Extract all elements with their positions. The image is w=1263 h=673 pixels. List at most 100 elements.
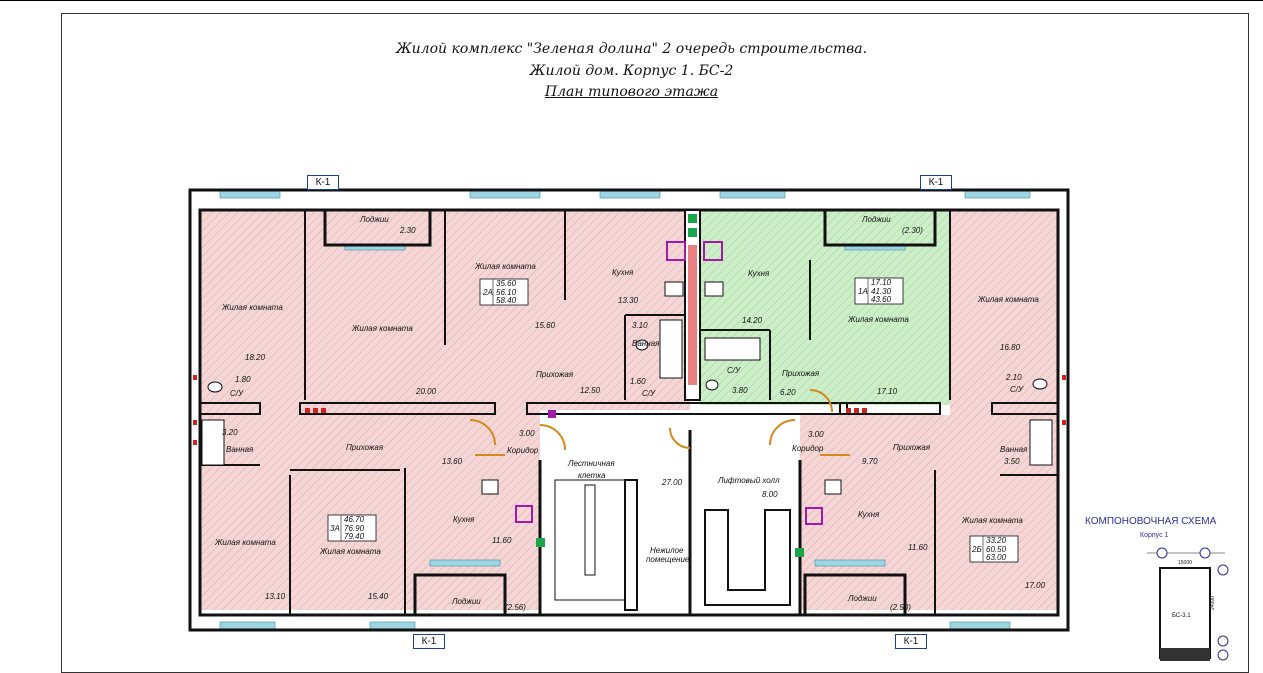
room-area: 20.00 (415, 387, 437, 396)
title-line-2: Жилой дом. Корпус 1. БС-2 (529, 63, 734, 79)
room-label: Кухня (748, 269, 770, 278)
room-area: 18.20 (245, 353, 266, 362)
room-label: Жилая комната (847, 315, 909, 324)
room-area: 3.50 (1004, 457, 1020, 466)
room-label: Жилая комната (214, 538, 276, 547)
room-area: 13.60 (442, 457, 463, 466)
room-label: Жилая комната (319, 547, 381, 556)
zone-2b (800, 415, 960, 610)
scheme-dim-side: 24000 (1210, 596, 1216, 610)
room-label: клетка (578, 471, 606, 480)
room-area: 13.10 (265, 592, 286, 601)
room-area: 14.20 (742, 316, 763, 325)
room-area: 12.50 (580, 386, 601, 395)
room-area: 3.20 (222, 428, 238, 437)
room-label: Лестничная (567, 459, 615, 468)
room-area: 2.10 (1005, 373, 1022, 382)
apartment-box-3a: 3А 46.70 76.90 79.40 (327, 514, 377, 542)
svg-text:33.20: 33.20 (986, 536, 1007, 545)
room-area: 15.60 (535, 321, 556, 330)
title-line-3: План типового этажа (544, 84, 719, 100)
room-label: Ванная (632, 339, 660, 348)
svg-text:2Б: 2Б (971, 545, 982, 554)
svg-text:35.60: 35.60 (496, 279, 517, 288)
scheme-block-label: БС-3.1 (1172, 613, 1191, 619)
doors (469, 389, 850, 456)
room-label: Прихожая (346, 443, 384, 452)
room-label: Прихожая (536, 370, 574, 379)
svg-text:3А: 3А (330, 524, 340, 533)
room-area: (2.50) (890, 603, 911, 612)
room-area: 1.80 (235, 375, 251, 384)
room-label: Коридор (507, 446, 539, 455)
room-area: 3.10 (632, 321, 648, 330)
room-labels: Лоджии 2.30 Лоджии (2.30) Лоджии (2.56) … (214, 215, 1046, 612)
zone-lift (690, 405, 800, 610)
svg-text:79.40: 79.40 (344, 532, 365, 541)
room-area: 3.80 (732, 386, 748, 395)
section-mark-k1-top-right: К-1 (920, 175, 952, 190)
apartment-zones (200, 210, 1058, 610)
room-area: 15.40 (368, 592, 389, 601)
room-label: Лоджии (359, 215, 389, 224)
vent-shafts (515, 214, 823, 557)
svg-text:41.30: 41.30 (871, 287, 892, 296)
room-label: Жилая комната (474, 262, 536, 271)
room-label: Жилая комната (351, 324, 413, 333)
room-label: С/У (1010, 385, 1024, 394)
room-area: 16.80 (1000, 343, 1021, 352)
svg-text:60.50: 60.50 (986, 545, 1007, 554)
room-area: 17.00 (1025, 581, 1046, 590)
room-label: Ванная (226, 445, 254, 454)
room-label: Жилая комната (961, 516, 1023, 525)
room-label: помещение (646, 555, 690, 564)
room-label: Кухня (453, 515, 475, 524)
room-label: Коридор (792, 444, 824, 453)
room-area: 6.20 (780, 388, 796, 397)
room-area: 11.60 (908, 543, 928, 552)
room-area: (2.56) (505, 603, 526, 612)
scheme-title: КОМПОНОВОЧНАЯ СХЕМА (1085, 516, 1217, 527)
room-area: 3.00 (519, 429, 535, 438)
walls (188, 188, 1070, 632)
svg-text:1А: 1А (858, 287, 868, 296)
room-area: 8.00 (762, 490, 778, 499)
apartment-box-2b: 2Б 33.20 60.50 63.00 (969, 535, 1019, 563)
title-line-1: Жилой комплекс "Зеленая долина" 2 очеред… (395, 41, 868, 57)
section-mark-k1-top-left: К-1 (307, 175, 339, 190)
sheet-top-border (0, 0, 1263, 1)
plumbing (201, 281, 1053, 495)
room-label: С/У (230, 389, 244, 398)
room-label: Прихожая (782, 369, 820, 378)
svg-text:46.70: 46.70 (344, 515, 365, 524)
room-label: Лоджии (861, 215, 891, 224)
apartment-box-2a: 2А 35.60 56.10 58.40 (479, 278, 529, 306)
svg-text:43.60: 43.60 (871, 295, 892, 304)
markers (193, 375, 1066, 445)
layout-scheme: БС-3.1 15000 24000 (1147, 547, 1229, 661)
room-label: Лоджии (847, 594, 877, 603)
room-label: Кухня (612, 268, 634, 277)
apartment-box-1a: 1А 17.10 41.30 43.60 (854, 277, 904, 305)
room-area: (2.30) (902, 226, 923, 235)
svg-text:2А: 2А (482, 288, 493, 297)
svg-text:76.90: 76.90 (344, 524, 365, 533)
room-label: Лоджии (451, 597, 481, 606)
room-area: 1.60 (630, 377, 646, 386)
room-label: Кухня (858, 510, 880, 519)
svg-text:58.40: 58.40 (496, 296, 517, 305)
svg-text:56.10: 56.10 (496, 288, 517, 297)
room-area: 27.00 (661, 478, 683, 487)
room-label: С/У (642, 389, 656, 398)
scheme-subtitle: Корпус 1 (1140, 532, 1169, 539)
room-label: Нежилое (650, 546, 684, 555)
room-label: Жилая комната (221, 303, 283, 312)
svg-text:63.00: 63.00 (986, 553, 1007, 562)
section-mark-k1-bottom-left: К-1 (413, 634, 445, 649)
room-area: 9.70 (862, 457, 878, 466)
room-area: 17.10 (877, 387, 898, 396)
room-label: С/У (727, 366, 741, 375)
section-mark-k1-bottom-right: К-1 (895, 634, 927, 649)
room-area: 2.30 (399, 226, 416, 235)
